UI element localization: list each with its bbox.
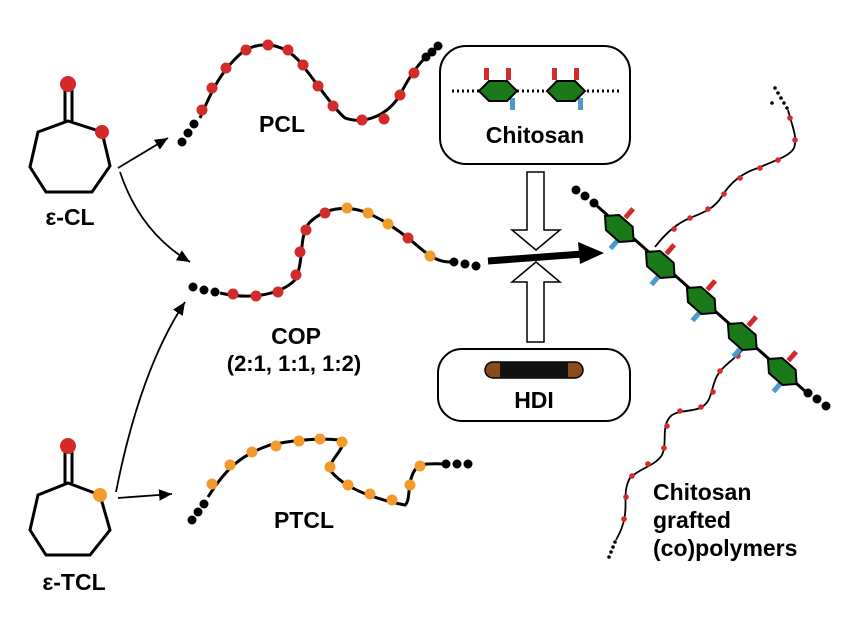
- ptcl-chain: PTCL: [187, 433, 473, 533]
- main-reaction-arrow: [487, 249, 597, 265]
- graft-chain: [615, 347, 745, 541]
- carbonyl-oxygen-icon: [60, 438, 76, 454]
- ring-oxygen-icon: [95, 125, 109, 139]
- e-cl-label: ε-CL: [45, 204, 94, 230]
- e-tcl-label: ε-TCL: [42, 569, 105, 595]
- product-label-line2: grafted: [653, 507, 731, 533]
- arrow-tcl-to-cop: [115, 301, 186, 493]
- chitosan-unit-icon: [679, 279, 724, 323]
- main-reaction-arrowhead: [578, 242, 604, 264]
- arrow-cl-to-cop: [119, 171, 191, 263]
- pcl-end-dots-left: [177, 119, 199, 147]
- pcl-backbone: [198, 43, 427, 122]
- cop-ratio-label: (2:1, 1:1, 1:2): [227, 351, 362, 376]
- hdi-linker-icon: [484, 361, 584, 379]
- ptcl-label: PTCL: [274, 507, 334, 533]
- chitosan-label: Chitosan: [486, 122, 584, 148]
- ptcl-backbone: [206, 437, 447, 507]
- arrow-tcl-to-ptcl: [117, 489, 173, 501]
- cop-end-dots-left: [188, 282, 220, 297]
- down-hollow-arrow: [509, 171, 563, 251]
- pcl-label: PCL: [259, 111, 305, 137]
- ptcl-units: [206, 433, 426, 506]
- hdi-box: HDI: [437, 348, 631, 422]
- cop-end-dots-right: [449, 257, 481, 271]
- cop-units: [227, 202, 436, 302]
- product-chitosan-units: [597, 207, 805, 394]
- pcl-chain: PCL: [177, 39, 443, 147]
- chitosan-unit-icon: [720, 315, 765, 359]
- graft-end-dots: [607, 540, 617, 559]
- carbonyl-oxygen-icon: [60, 76, 76, 92]
- product-label-line1: Chitosan: [653, 479, 751, 505]
- chitosan-unit-icon: [760, 350, 805, 394]
- cop-chain: COP (2:1, 1:1, 1:2): [188, 202, 481, 376]
- arrow-cl-to-pcl: [117, 137, 169, 169]
- chitosan-unit-icon: [597, 207, 642, 251]
- product-label-line3: (co)polymers: [653, 535, 797, 561]
- grafted-copolymer-product: Chitosan grafted (co)polymers: [571, 86, 831, 561]
- e-cl-monomer: ε-CL: [28, 76, 112, 230]
- chitosan-unit-icon: [546, 68, 586, 110]
- pcl-end-dots-right: [421, 41, 443, 62]
- graft-units: [671, 115, 798, 232]
- ring-sulfur-icon: [93, 488, 107, 502]
- chitosan-box: Chitosan: [439, 45, 631, 165]
- up-hollow-arrow: [509, 261, 563, 343]
- graft-units: [621, 353, 741, 522]
- graft-chain: [654, 109, 797, 248]
- ptcl-end-dots-left: [187, 499, 209, 525]
- e-tcl-monomer: ε-TCL: [28, 438, 112, 595]
- hdi-label: HDI: [514, 387, 554, 413]
- product-end-dots-bottom: [803, 388, 831, 411]
- polymerization-arrows: [115, 137, 191, 501]
- combination-arrows: [487, 171, 604, 343]
- chitosan-unit-icon: [478, 68, 518, 110]
- graft-end-dots: [770, 86, 789, 110]
- product-end-dots-top: [571, 185, 599, 208]
- pcl-units: [196, 39, 420, 126]
- chitosan-unit-icon: [638, 243, 683, 287]
- cop-label: COP: [271, 323, 321, 349]
- cop-backbone: [219, 206, 451, 298]
- ptcl-end-dots-right: [441, 459, 473, 469]
